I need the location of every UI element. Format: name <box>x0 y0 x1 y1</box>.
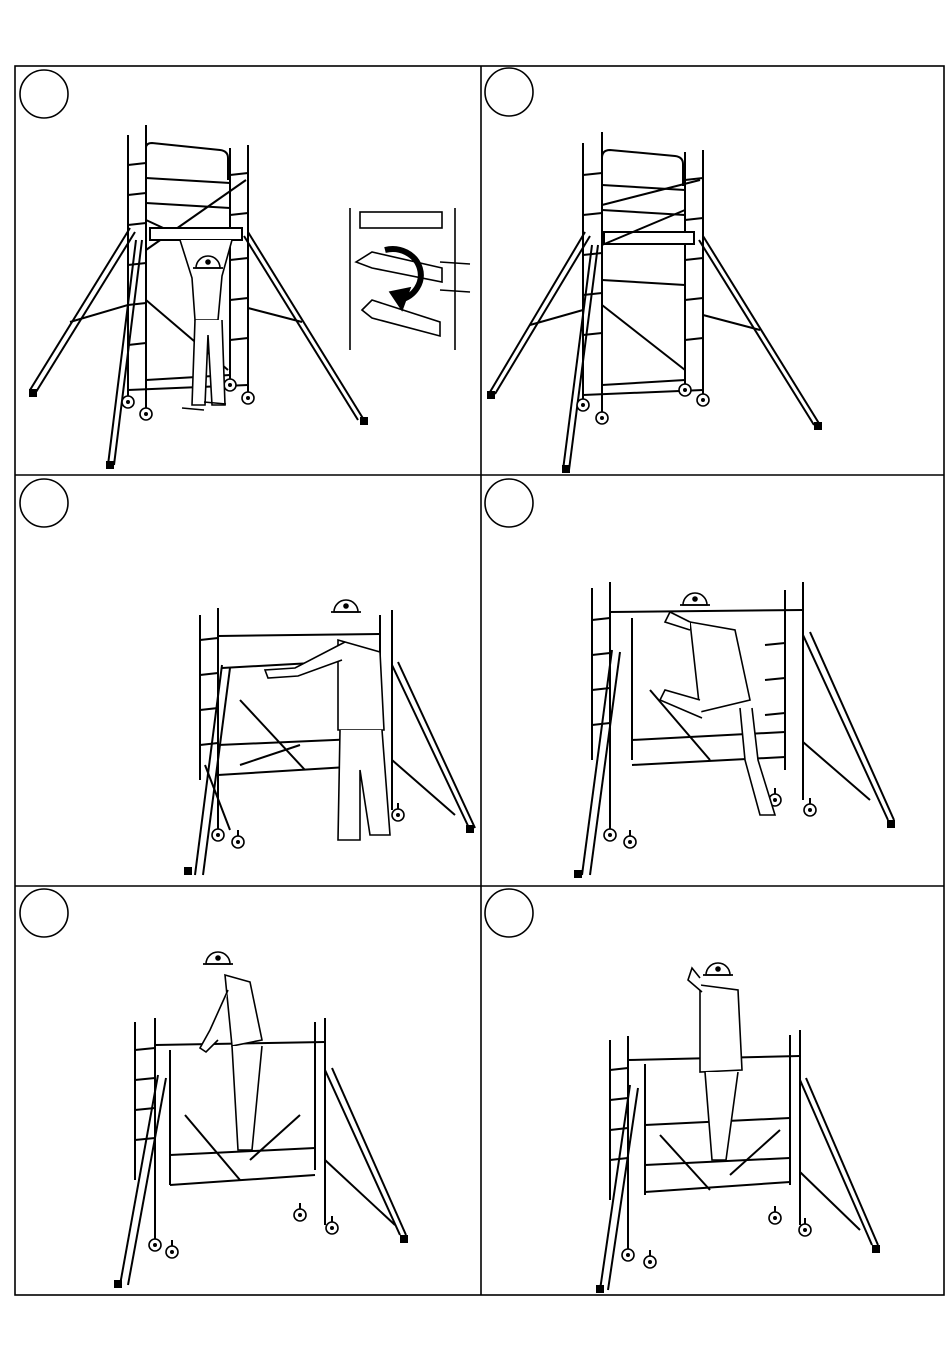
panel-5-worker <box>200 952 262 1150</box>
step-circle-5 <box>20 889 68 937</box>
step-circle-3 <box>20 479 68 527</box>
panel-2-scaffold-tower <box>490 132 820 470</box>
step-circle-6 <box>485 889 533 937</box>
panel-4-worker <box>660 593 775 815</box>
panel-6-worker <box>688 963 742 1160</box>
panel-4-scaffold-tower <box>582 582 894 875</box>
panel-1-detail-inset <box>350 208 470 350</box>
panel-5-scaffold-tower <box>120 1018 406 1285</box>
step-circle-1 <box>20 70 68 118</box>
step-circle-2 <box>485 68 533 116</box>
step-circle-4 <box>485 479 533 527</box>
panel-1-worker <box>180 240 232 410</box>
